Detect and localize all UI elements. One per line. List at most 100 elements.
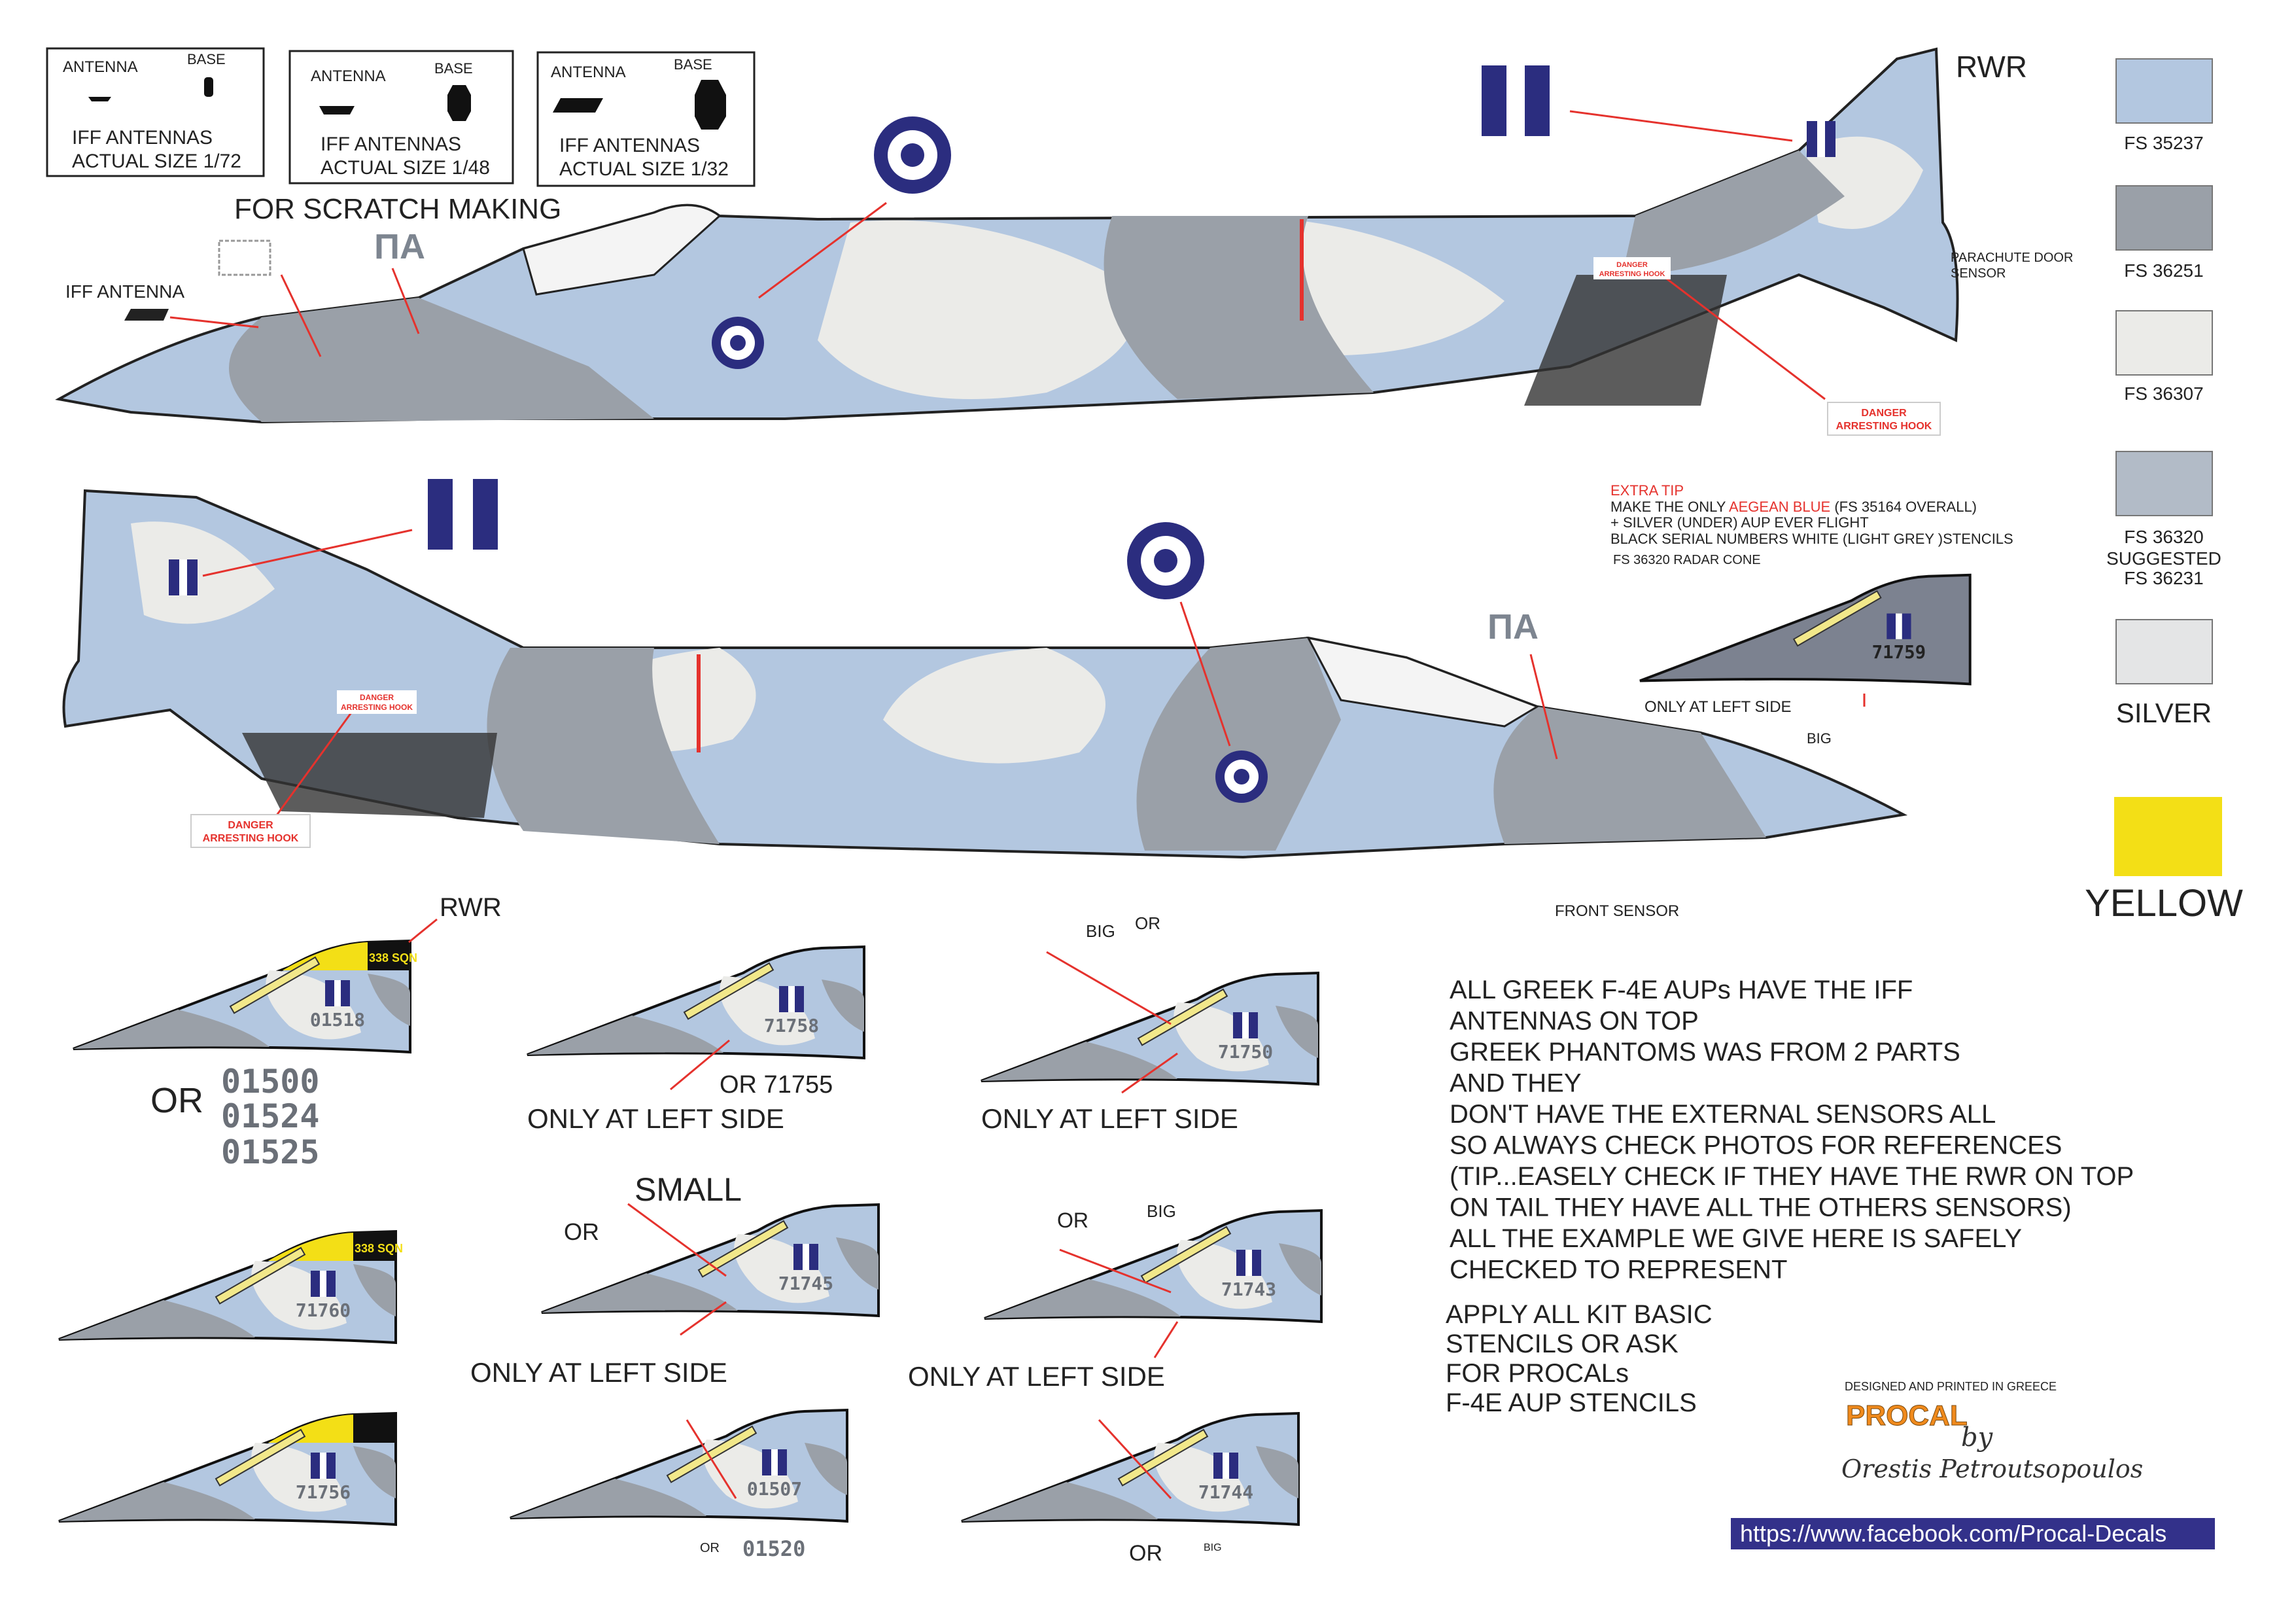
- svg-text:OR: OR: [1129, 1541, 1162, 1566]
- svg-text:ACTUAL SIZE 1/32: ACTUAL SIZE 1/32: [559, 158, 729, 180]
- danger-placard: DANGER ARRESTING HOOK: [1593, 257, 1671, 279]
- svg-text:FS 36231: FS 36231: [2124, 568, 2203, 588]
- svg-text:ARRESTING HOOK: ARRESTING HOOK: [341, 703, 413, 712]
- svg-text:BIG: BIG: [1807, 730, 1832, 747]
- svg-text:MAKE THE ONLY AEGEAN BLUE (FS: MAKE THE ONLY AEGEAN BLUE (FS 35164 OVER…: [1610, 499, 1977, 515]
- swatch-1: FS 36251: [2115, 185, 2213, 281]
- fin-flash-decal: [428, 479, 498, 550]
- credits: DESIGNED AND PRINTED IN GREECE PROCAL by…: [1731, 1380, 2215, 1549]
- svg-text:01525: 01525: [221, 1133, 320, 1171]
- antenna-glyph: [88, 97, 111, 101]
- note-line: DON'T HAVE THE EXTERNAL SENSORS ALL: [1450, 1100, 1996, 1129]
- svg-text:71743: 71743: [1221, 1279, 1276, 1300]
- danger-placard: DANGER ARRESTING HOOK: [1827, 402, 1941, 436]
- svg-text:ACTUAL SIZE 1/72: ACTUAL SIZE 1/72: [72, 150, 241, 172]
- svg-text:ARRESTING HOOK: ARRESTING HOOK: [1599, 270, 1665, 278]
- note-line: GREEK PHANTOMS WAS FROM 2 PARTS: [1450, 1038, 1960, 1067]
- svg-text:ONLY AT LEFT SIDE: ONLY AT LEFT SIDE: [908, 1361, 1165, 1392]
- color-swatches: FS 35237 FS 36251 FS 36307 FS 36320SUGGESTE…: [2085, 58, 2243, 925]
- svg-text:ANTENNA: ANTENNA: [63, 58, 138, 76]
- svg-text:OR: OR: [564, 1218, 599, 1245]
- svg-text:01507: 01507: [747, 1478, 802, 1500]
- svg-text:FS 35237: FS 35237: [2124, 133, 2203, 153]
- facebook-link[interactable]: https://www.facebook.com/Procal-Decals: [1740, 1520, 2166, 1547]
- svg-text:OR 71755: OR 71755: [720, 1071, 833, 1099]
- svg-text:+ SILVER (UNDER) AUP EVER FLIG: + SILVER (UNDER) AUP EVER FLIGHT: [1610, 514, 1869, 531]
- svg-text:ARRESTING HOOK: ARRESTING HOOK: [203, 833, 299, 844]
- apply-line: FOR PROCALs: [1446, 1359, 1629, 1388]
- svg-text:71760: 71760: [296, 1299, 351, 1321]
- note-line: AND THEY: [1450, 1069, 1582, 1098]
- swatch-4: SILVER: [2115, 619, 2213, 728]
- svg-text:71750: 71750: [1218, 1041, 1273, 1063]
- svg-text:BASE: BASE: [674, 56, 712, 73]
- svg-text:DANGER: DANGER: [360, 693, 394, 702]
- note-line: ALL THE EXAMPLE WE GIVE HERE IS SAFELY: [1450, 1224, 2022, 1253]
- svg-text:IFF ANTENNAS: IFF ANTENNAS: [321, 133, 461, 155]
- fin-flash: [169, 559, 198, 595]
- scratch-label: FOR SCRATCH MAKING: [234, 193, 561, 225]
- svg-text:ONLY AT LEFT SIDE: ONLY AT LEFT SIDE: [1644, 698, 1792, 716]
- svg-text:71744: 71744: [1198, 1481, 1253, 1503]
- svg-text:PARACHUTE DOOR: PARACHUTE DOOR: [1951, 251, 2073, 265]
- danger-placard: DANGER ARRESTING HOOK: [337, 690, 417, 714]
- note-line: CHECKED TO REPRESENT: [1450, 1256, 1787, 1284]
- note-line: SO ALWAYS CHECK PHOTOS FOR REFERENCES: [1450, 1131, 2062, 1160]
- svg-text:BASE: BASE: [187, 51, 226, 67]
- apply-line: APPLY ALL KIT BASIC: [1446, 1300, 1713, 1329]
- antenna-glyph: [319, 106, 355, 115]
- apply-line: STENCILS OR ASK: [1446, 1330, 1679, 1358]
- svg-text:OR: OR: [1135, 913, 1160, 933]
- base-glyph: [695, 80, 726, 130]
- svg-text:BIG: BIG: [1147, 1201, 1176, 1221]
- svg-text:SENSOR: SENSOR: [1951, 266, 2006, 281]
- notes-block: ALL GREEK F-4E AUPs HAVE THE IFF ANTENNAS…: [1450, 976, 2134, 1284]
- antenna-box-1-48: ANTENNA BASE IFF ANTENNAS ACTUAL SIZE 1/…: [288, 50, 514, 185]
- svg-text:SUGGESTED: SUGGESTED: [2106, 548, 2221, 569]
- svg-text:ACTUAL SIZE 1/48: ACTUAL SIZE 1/48: [321, 157, 490, 179]
- svg-text:DANGER: DANGER: [1861, 408, 1907, 419]
- iff-antenna-glyph: [124, 309, 169, 321]
- tail-71745: 71745: [541, 1203, 880, 1318]
- svg-text:Orestis Petroutsopoulos: Orestis Petroutsopoulos: [1841, 1455, 2143, 1483]
- front-sensor-label: FRONT SENSOR: [1555, 902, 1679, 920]
- swatch-0: FS 35237: [2115, 58, 2213, 153]
- note-line: ANTENNAS ON TOP: [1450, 1007, 1699, 1036]
- danger-placard: DANGER ARRESTING HOOK: [190, 814, 311, 848]
- svg-text:DESIGNED AND PRINTED IN GREECE: DESIGNED AND PRINTED IN GREECE: [1845, 1380, 2057, 1393]
- svg-text:FS 36320 RADAR CONE: FS 36320 RADAR CONE: [1613, 553, 1761, 567]
- antenna-box-1-72: ANTENNA BASE IFF ANTENNAS ACTUAL SIZE 1/…: [46, 47, 265, 177]
- svg-text:BASE: BASE: [434, 60, 473, 77]
- svg-text:ARRESTING HOOK: ARRESTING HOOK: [1836, 421, 1932, 432]
- rwr-label: RWR: [1956, 50, 2027, 84]
- base-glyph: [204, 77, 213, 97]
- tail-71743: 71743: [984, 1209, 1323, 1324]
- svg-text:OR: OR: [150, 1081, 203, 1120]
- tail-01518: 338 SQN 01518: [73, 939, 417, 1054]
- apply-line: F-4E AUP STENCILS: [1446, 1388, 1697, 1417]
- svg-text:FS 36307: FS 36307: [2124, 383, 2203, 404]
- svg-text:by: by: [1961, 1422, 1994, 1453]
- svg-text:338 SQN: 338 SQN: [369, 951, 417, 964]
- tail-71744: 71744: [961, 1411, 1300, 1527]
- svg-text:01500: 01500: [221, 1063, 320, 1101]
- pa-marking: ΠΑ: [1487, 607, 1539, 646]
- svg-text:FS 36251: FS 36251: [2124, 260, 2203, 281]
- svg-text:OR: OR: [700, 1541, 720, 1555]
- svg-text:71758: 71758: [764, 1015, 819, 1036]
- svg-text:FS 36320: FS 36320: [2124, 527, 2203, 547]
- svg-text:BIG: BIG: [1204, 1542, 1222, 1553]
- aircraft-left-profile: [55, 47, 1959, 424]
- svg-text:01518: 01518: [310, 1009, 365, 1031]
- svg-text:ANTENNA: ANTENNA: [551, 63, 626, 81]
- note-line: ALL GREEK F-4E AUPs HAVE THE IFF: [1450, 976, 1913, 1004]
- svg-text:SILVER: SILVER: [2116, 697, 2212, 728]
- swatch-5: YELLOW: [2085, 797, 2243, 925]
- roundel-decal: [874, 116, 951, 194]
- svg-text:BLACK SERIAL NUMBERS WHITE (LI: BLACK SERIAL NUMBERS WHITE (LIGHT GREY )…: [1610, 531, 2013, 547]
